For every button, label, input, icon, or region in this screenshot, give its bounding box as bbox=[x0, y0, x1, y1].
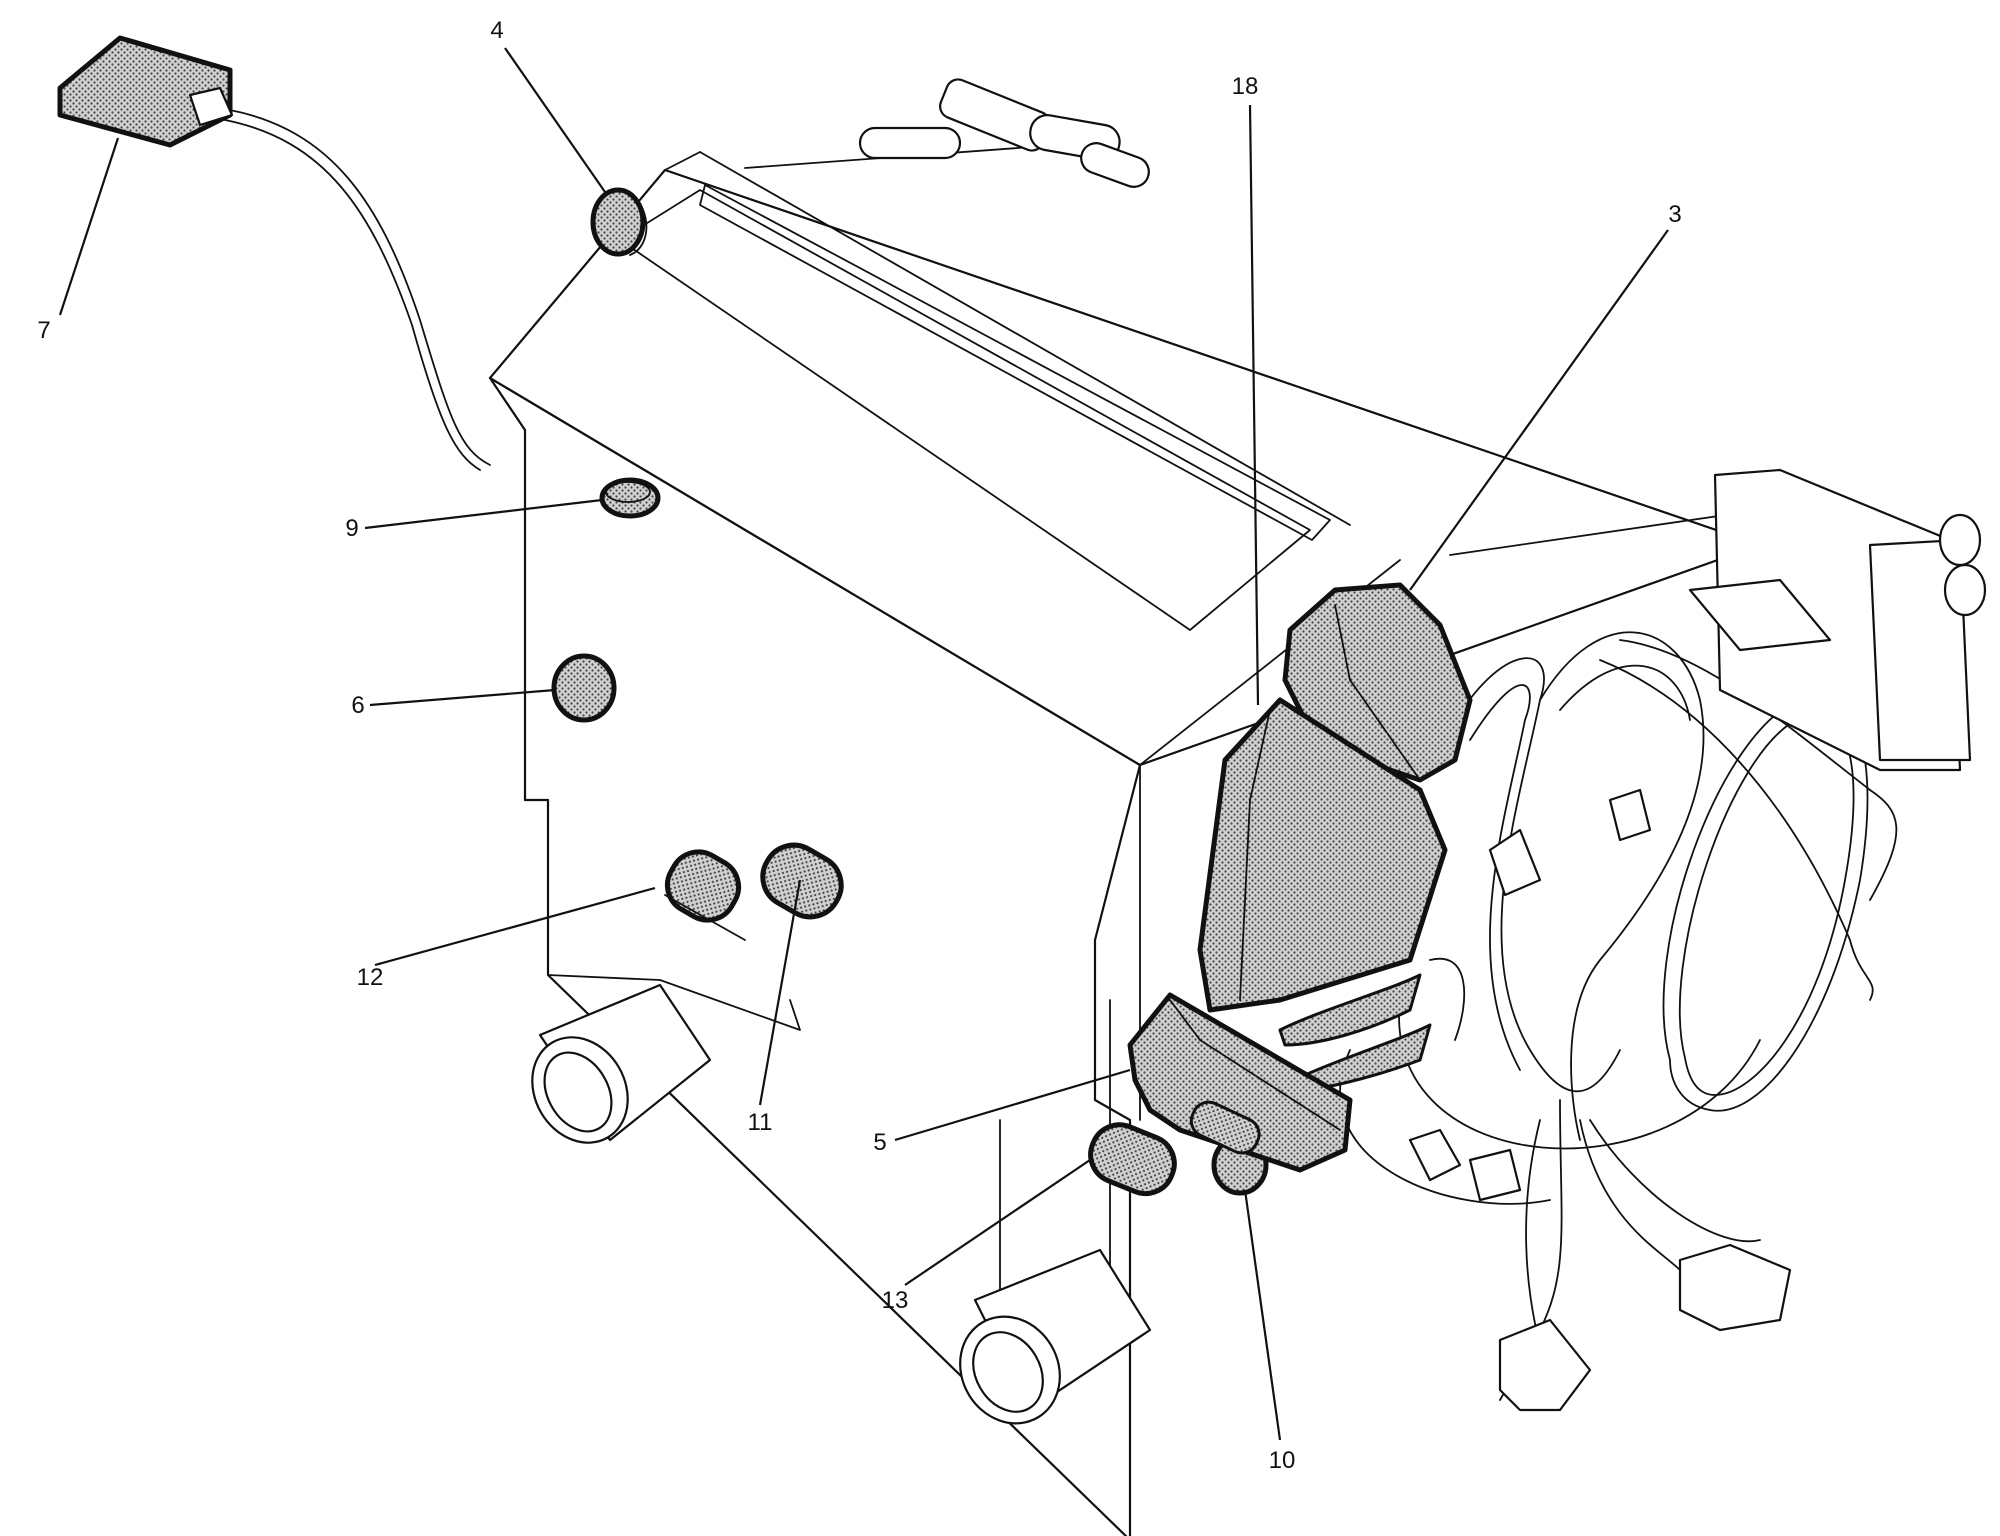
callout-3: 3 bbox=[1668, 201, 1681, 228]
part-5 bbox=[1127, 992, 1353, 1173]
callout-10: 10 bbox=[1269, 1447, 1296, 1474]
part-11 bbox=[760, 842, 844, 920]
part-9 bbox=[599, 477, 661, 519]
callout-labels: 7 4 18 3 9 6 12 11 5 13 10 bbox=[37, 17, 1681, 1474]
part-18 bbox=[1197, 697, 1466, 1092]
wiring-harness bbox=[1339, 631, 1898, 1412]
leader-lines bbox=[58, 47, 1669, 1441]
callout-7: 7 bbox=[37, 317, 50, 344]
callout-5: 5 bbox=[873, 1129, 886, 1156]
part-6 bbox=[551, 653, 617, 723]
part-13 bbox=[1088, 1122, 1177, 1197]
callout-9: 9 bbox=[345, 515, 358, 542]
top-cylinders bbox=[858, 78, 1150, 188]
part-4 bbox=[590, 187, 648, 257]
right-connector-block bbox=[1688, 468, 1987, 772]
callout-11: 11 bbox=[748, 1109, 773, 1136]
callout-12: 12 bbox=[357, 964, 384, 991]
callout-6: 6 bbox=[351, 692, 364, 719]
bottom-pipes bbox=[531, 983, 1152, 1425]
callout-13: 13 bbox=[882, 1287, 909, 1314]
part-7-sensor-box bbox=[57, 35, 491, 471]
callout-4: 4 bbox=[490, 17, 503, 44]
part-12 bbox=[664, 849, 746, 941]
callout-18: 18 bbox=[1232, 73, 1259, 100]
